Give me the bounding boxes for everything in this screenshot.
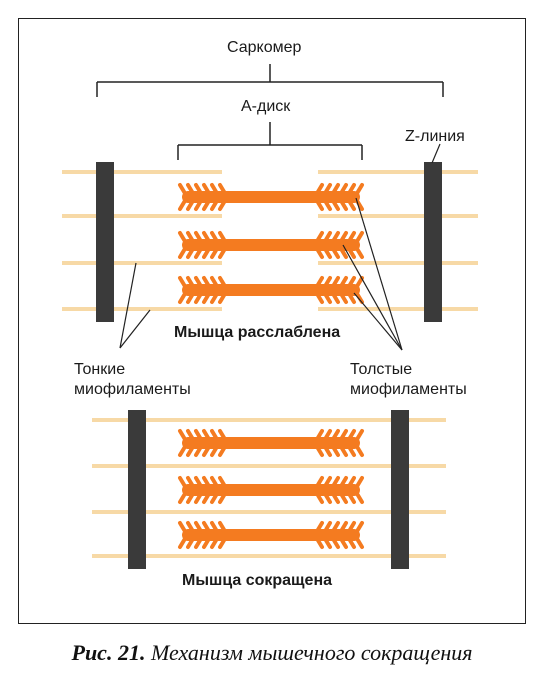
z-line [391,410,409,569]
contracted-sarcomere [92,410,446,569]
thick-filament [182,437,360,449]
caption-number: Рис. 21. [71,640,146,665]
thick-filament [182,239,360,251]
a-disc-label: А-диск [241,98,291,115]
z-line [128,410,146,569]
thick-filament [182,191,360,203]
z-line-pointer [431,143,441,164]
relaxed-label: Мышца расслаблена [174,324,341,341]
thin-filaments-label-line2: миофиламенты [74,381,191,398]
z-line [424,162,442,322]
z-line-label: Z-линия [405,128,465,145]
thick-filaments-label-line2: миофиламенты [350,381,467,398]
thin-filament-pointers [119,262,151,349]
relaxed-sarcomere [62,162,478,322]
figure-frame [18,18,526,624]
figure-caption: Рис. 21. Механизм мышечного сокращения [0,640,544,666]
contracted-label: Мышца сокращена [182,572,333,589]
sarcomere-bracket [96,64,444,97]
z-line [96,162,114,322]
thick-filament-pointers [342,197,403,351]
a-disc-bracket [177,122,363,160]
caption-text: Механизм мышечного сокращения [150,640,473,665]
thick-filaments-label-line1: Толстые [350,361,413,378]
thick-filament [182,484,360,496]
sarcomere-label: Саркомер [227,39,302,56]
thick-filament [182,529,360,541]
thick-filament [182,284,360,296]
thin-filaments-label-line1: Тонкие [74,361,126,378]
